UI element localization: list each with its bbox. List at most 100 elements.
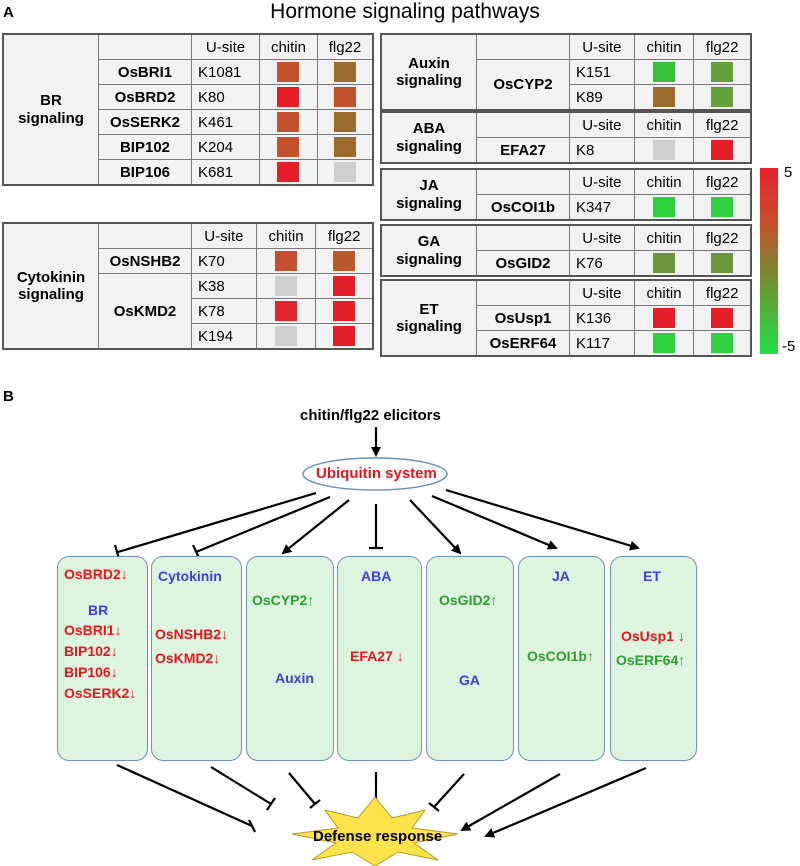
table-row: K89 [381, 84, 752, 111]
et-pathway-box [610, 556, 697, 761]
panel-b-label: B [3, 388, 14, 405]
gene-name: EFA27 [476, 137, 570, 164]
arrow-to-et [445, 488, 640, 551]
br-inhibits-defense-bar [248, 819, 256, 833]
ubiquitin-ellipse [302, 457, 448, 491]
header-chitin: chitin [633, 33, 695, 60]
et-group-label: ET signaling [380, 279, 477, 357]
aba-box-title: ABA [361, 568, 392, 584]
down-arrow-icon: ↓ [114, 622, 122, 638]
flg22-swatch [711, 253, 734, 273]
chitin-swatch [277, 162, 300, 182]
arrow-to-ga [409, 499, 462, 555]
flg22-swatch [711, 140, 734, 160]
br-box-br: BR [88, 602, 109, 618]
gene-name: OsGID2 [476, 250, 570, 277]
down-arrow-icon: ↓ [110, 664, 118, 680]
chitin-swatch [653, 253, 676, 273]
gene-name: BIP102 [98, 134, 192, 160]
elicitors-label: chitin/flg22 elicitors [300, 407, 441, 424]
chitin-swatch [275, 251, 298, 271]
panel-a-title: Hormone signaling pathways [270, 0, 540, 23]
flg22-swatch [711, 197, 734, 217]
gene-name: BIP106 [98, 159, 192, 186]
defense-burst [291, 796, 459, 866]
down-arrow-icon: ↓ [396, 648, 404, 664]
chitin-swatch [653, 197, 676, 217]
cytokinin-signaling-table: Cytokinin signaling U-site chitin flg22 … [2, 222, 374, 350]
u-site: K80 [191, 84, 260, 110]
table-row: K78 [3, 298, 374, 324]
down-arrow-icon: ↓ [129, 685, 137, 701]
inhibit-to-br [117, 491, 317, 554]
auxin-signaling-table: Auxin signaling U-site chitin flg22 OsCY… [380, 33, 752, 111]
header-chitin: chitin [633, 111, 695, 138]
down-arrow-icon: ↓ [110, 643, 118, 659]
gene-name: OsBRI1 [98, 59, 192, 85]
aba-pathway-box [337, 556, 422, 761]
panel-a-label: A [3, 4, 14, 21]
auxin-group-label: Auxin signaling [380, 33, 477, 111]
u-site: K76 [569, 250, 635, 277]
bottom-connectors [116, 763, 647, 838]
auxin-pathway-box [246, 556, 334, 761]
cyto-box-title: Cytokinin [158, 568, 222, 584]
ga-group-label: GA signaling [380, 224, 477, 277]
up-arrow-icon: ↑ [586, 648, 594, 664]
flg22-swatch [333, 112, 356, 132]
ja-box-title: JA [552, 568, 570, 584]
header-chitin: chitin [633, 279, 695, 306]
ga-pathway-box [426, 556, 514, 761]
down-arrow-icon: ↓ [120, 566, 128, 582]
header-usite: U-site [569, 33, 635, 60]
cytokinin-pathway-box [151, 556, 242, 761]
ja-promotes-defense [460, 773, 561, 831]
ja-pathway-box [518, 556, 605, 761]
ja-box-oscoi1b: OsCOI1b↑ [527, 648, 594, 664]
flg22-swatch [711, 333, 734, 353]
auxin-box-oscyp2: OsCYP2↑ [252, 592, 315, 608]
u-site: K151 [569, 59, 635, 85]
br-group-label: BR signaling [2, 33, 99, 186]
u-site: K347 [569, 194, 635, 221]
header-flg22: flg22 [693, 168, 752, 195]
down-arrow-icon: ↓ [221, 626, 229, 642]
chitin-swatch [277, 112, 300, 132]
u-site: K194 [191, 323, 257, 350]
inhibit-to-cytokinin [195, 495, 331, 554]
u-site: K8 [569, 137, 635, 164]
flg22-swatch [333, 301, 356, 321]
header-flg22: flg22 [693, 224, 752, 251]
chitin-swatch [275, 276, 298, 296]
u-site: K89 [569, 84, 635, 111]
color-scale-bar [760, 168, 778, 354]
ga-inhibits-defense-bar [428, 802, 440, 812]
header-flg22: flg22 [693, 33, 752, 60]
gene-name: OsBRD2 [98, 84, 192, 110]
arrow-to-auxin [281, 499, 350, 555]
aba-group-label: ABA signaling [380, 111, 477, 164]
flg22-swatch [333, 87, 356, 107]
et-box-title: ET [643, 568, 661, 584]
auxin-inhibits-defense [288, 772, 316, 805]
chitin-swatch [653, 87, 676, 107]
u-site: K70 [191, 248, 257, 274]
u-site: K461 [191, 109, 260, 135]
table-row: K194 [3, 323, 374, 350]
cytokinin-group-label: Cytokinin signaling [2, 222, 99, 350]
color-scale-max: 5 [784, 164, 793, 181]
u-site: K117 [569, 330, 635, 357]
br-box-osbrd2: OsBRD2↓ [64, 566, 128, 582]
